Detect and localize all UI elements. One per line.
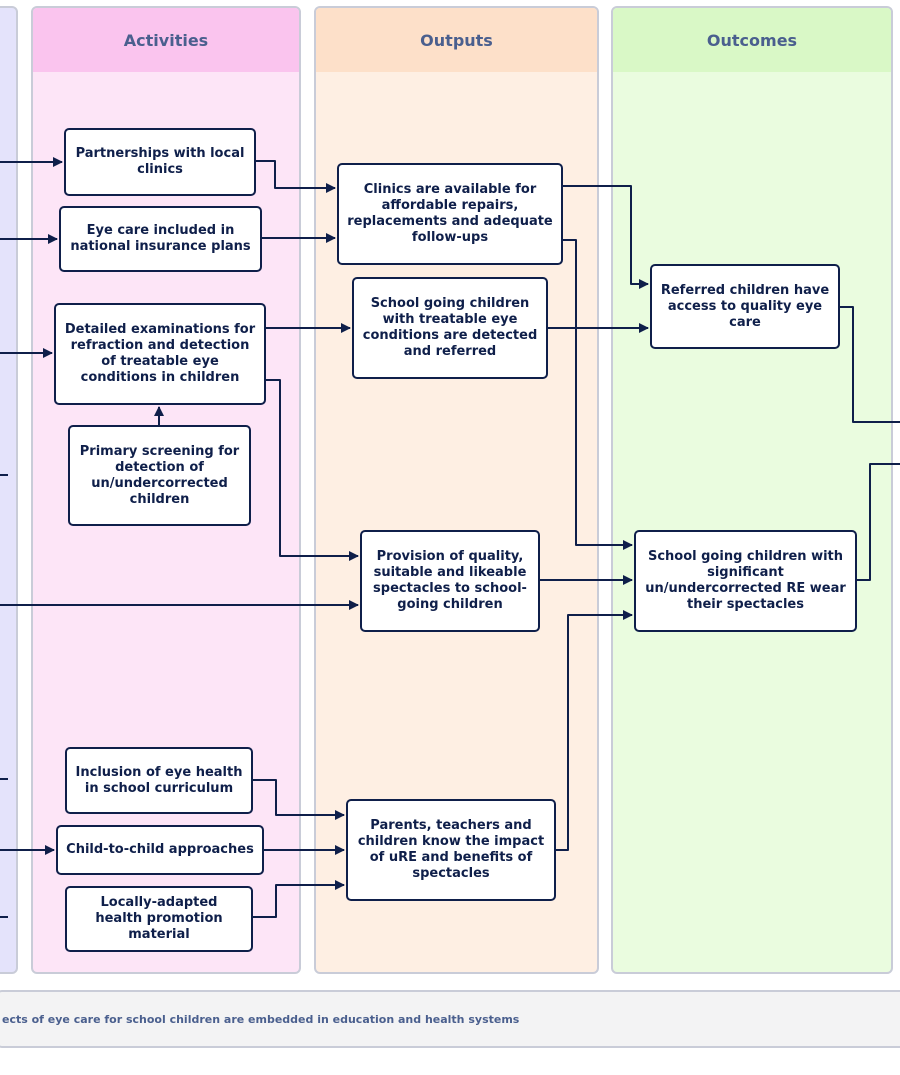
arrow-a1-o1 <box>256 160 336 193</box>
arrow-a3-o3 <box>266 379 359 561</box>
output-parents-teachers-know: Parents, teachers and children know the … <box>346 799 556 901</box>
outputs-header: Outputs <box>316 8 597 72</box>
outcome-referred-children-access: Referred children have access to quality… <box>650 264 840 349</box>
impact-footer-text: ects of eye care for school children are… <box>2 1012 520 1026</box>
activity-eye-care-insurance: Eye care included in national insurance … <box>59 206 262 272</box>
outcomes-column: Outcomes <box>611 6 893 974</box>
activity-primary-screening: Primary screening for detection of un/un… <box>68 425 251 526</box>
output-children-detected-referred: School going children with treatable eye… <box>352 277 548 379</box>
activity-child-to-child: Child-to-child approaches <box>56 825 264 875</box>
arrow-a5-o4 <box>253 779 345 820</box>
impact-footer: ects of eye care for school children are… <box>0 990 900 1048</box>
arrow-o1-c2 <box>563 239 633 550</box>
arrow-o1-c1 <box>563 185 649 289</box>
arrow-a7-o4 <box>253 880 345 918</box>
outcome-children-wear-spectacles: School going children with significant u… <box>634 530 857 632</box>
outcomes-header: Outcomes <box>613 8 891 72</box>
activity-health-promotion-material: Locally-adapted health promotion materia… <box>65 886 253 952</box>
activities-header: Activities <box>33 8 299 72</box>
activity-detailed-examinations: Detailed examinations for refraction and… <box>54 303 266 405</box>
activity-eye-health-curriculum: Inclusion of eye health in school curric… <box>65 747 253 814</box>
arrow-c2-right <box>857 463 900 581</box>
output-provision-spectacles: Provision of quality, suitable and likea… <box>360 530 540 632</box>
arrow-o4-c2 <box>556 610 633 851</box>
arrow-c1-right <box>840 306 900 423</box>
inputs-column <box>0 6 18 974</box>
activity-partnerships-local-clinics: Partnerships with local clinics <box>64 128 256 196</box>
output-clinics-available: Clinics are available for affordable rep… <box>337 163 563 265</box>
